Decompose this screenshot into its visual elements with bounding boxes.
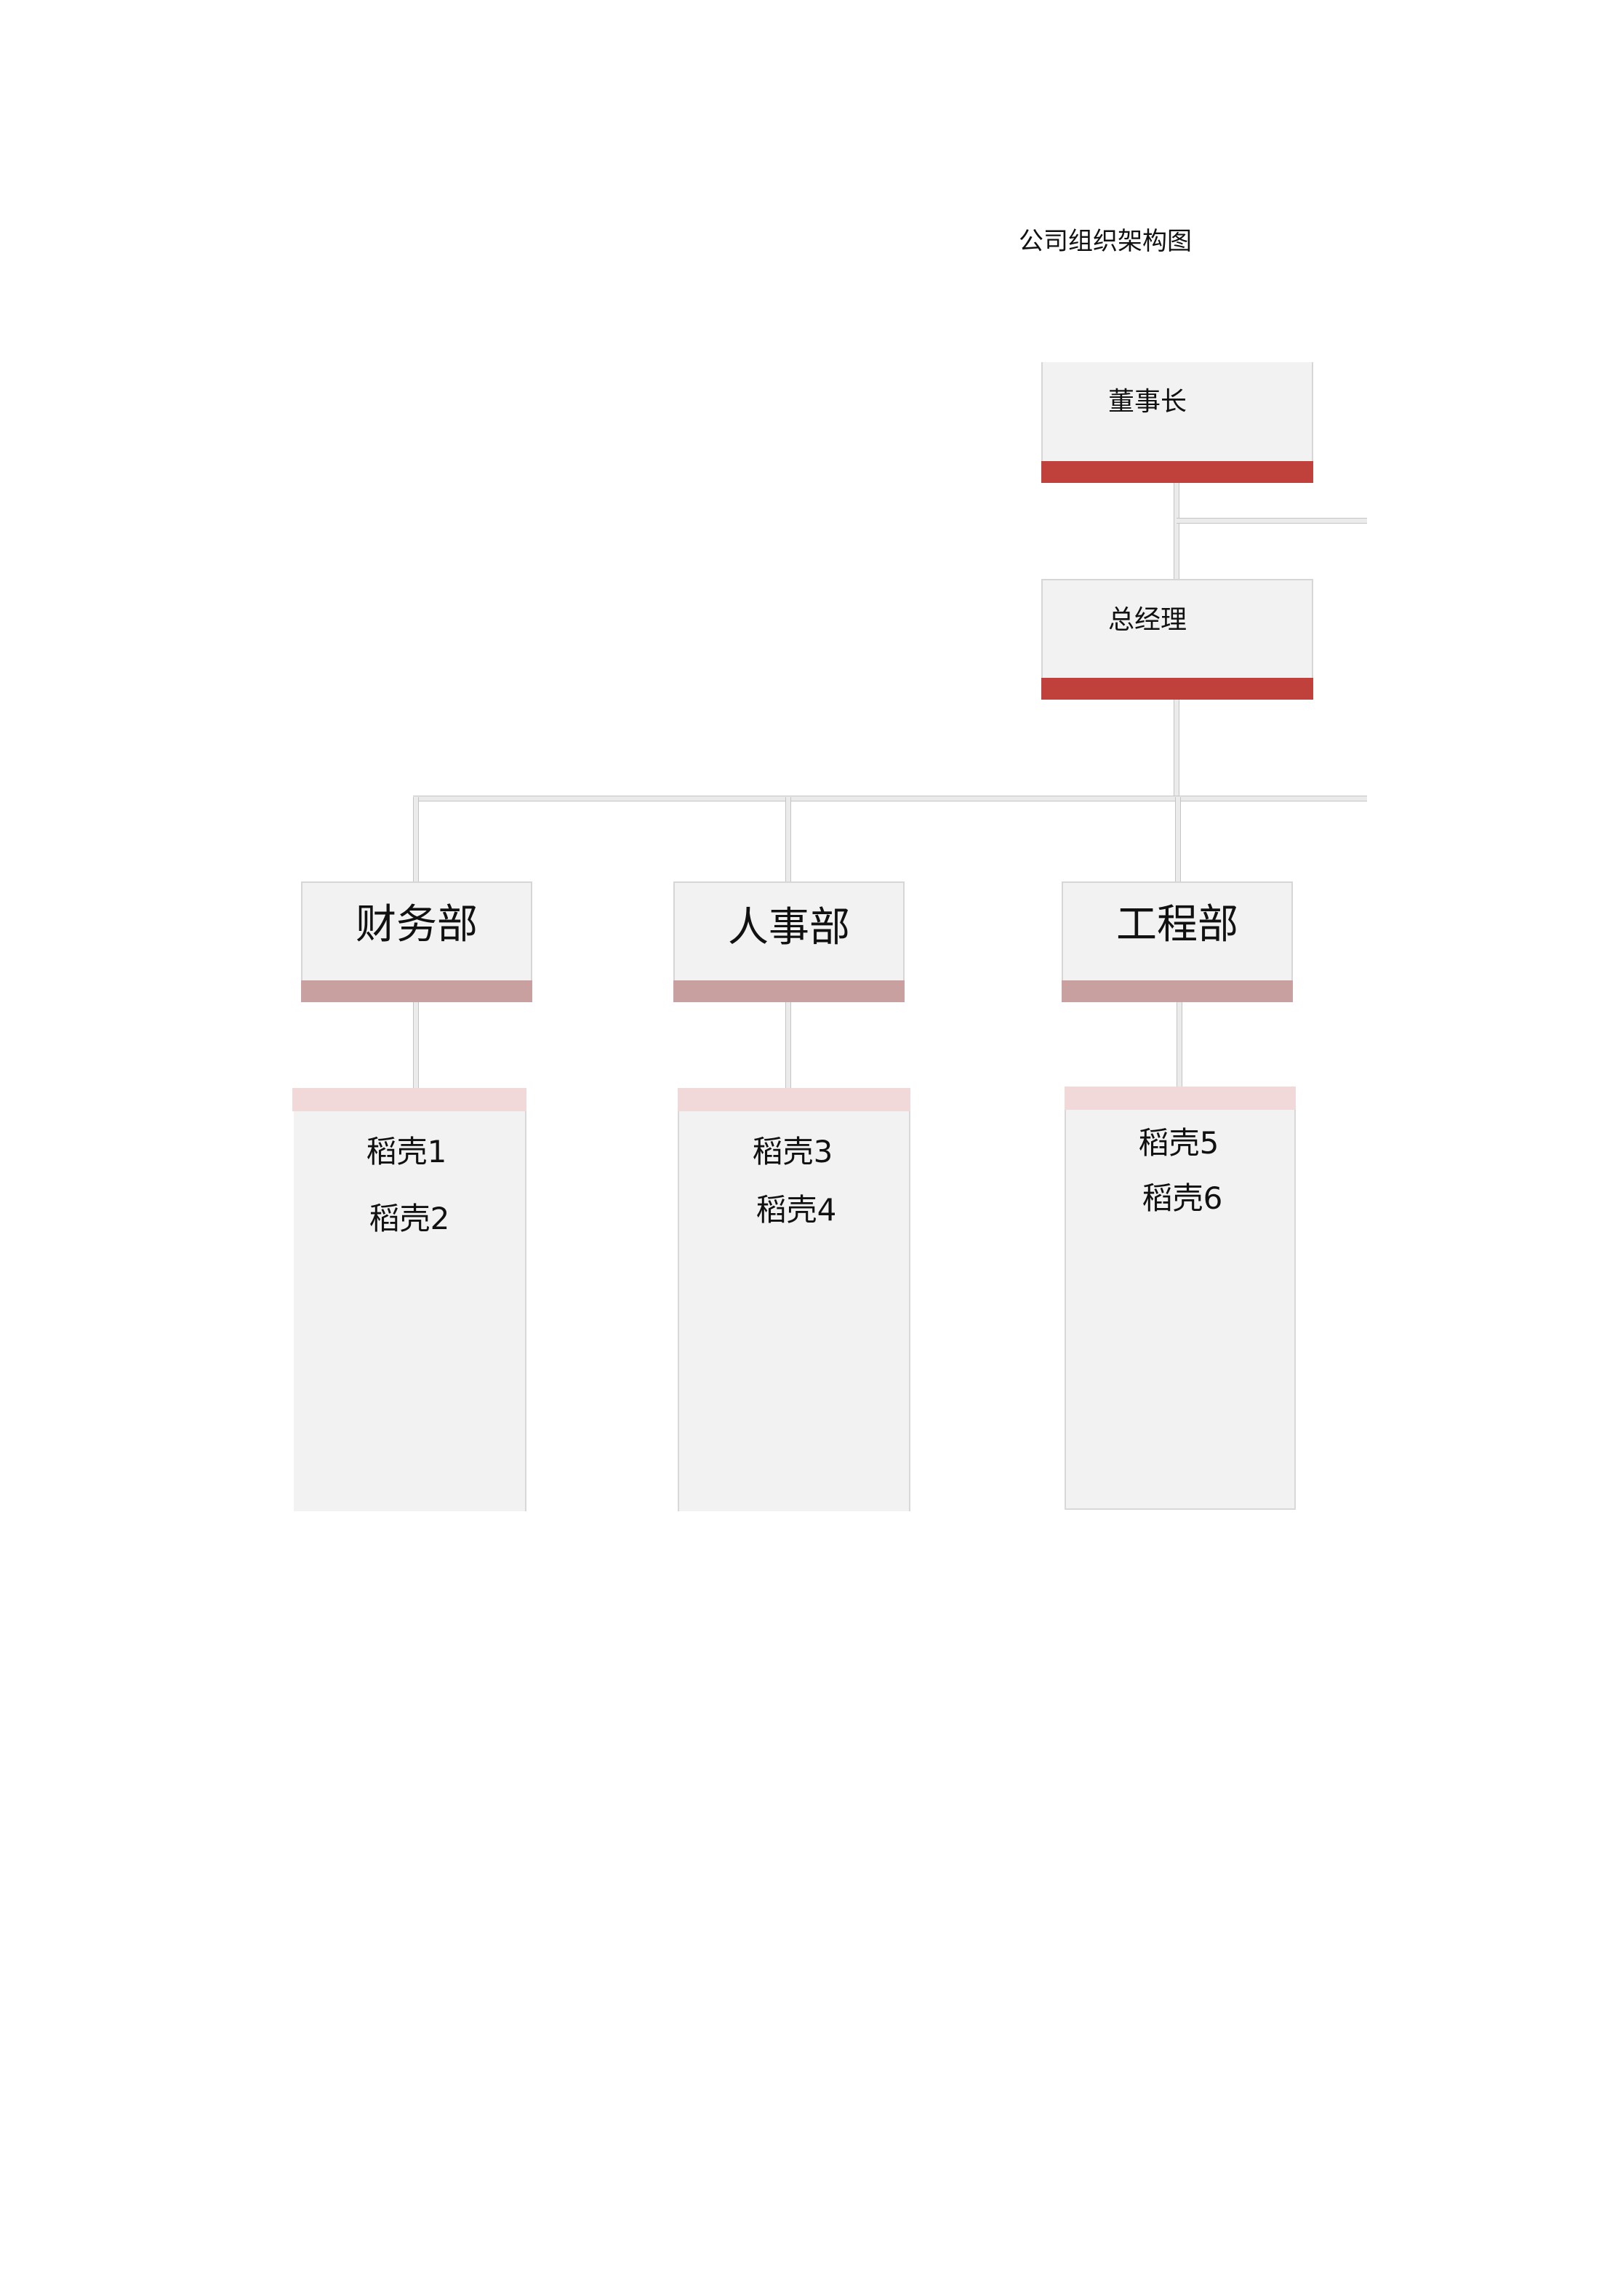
- connector-chairman-gm: [1174, 483, 1179, 580]
- department-box-hr[interactable]: 人事部: [673, 881, 905, 1002]
- general-manager-accent-bar: [1041, 678, 1313, 700]
- member-column-finance: 稻壳1 稻壳2: [292, 1088, 526, 1511]
- member-item[interactable]: 稻壳5: [1138, 1125, 1219, 1161]
- department-box-finance[interactable]: 财务部: [301, 881, 532, 1002]
- department-accent-bar: [673, 980, 905, 1002]
- department-label-finance: 财务部: [356, 901, 478, 948]
- connector-dept3: [1175, 797, 1181, 883]
- connector-department-bus: [413, 796, 1367, 801]
- general-manager-label: 总经理: [1108, 605, 1187, 635]
- connector-dept2-members: [785, 1002, 791, 1089]
- member-item[interactable]: 稻壳3: [752, 1134, 833, 1169]
- connector-dept2: [785, 797, 791, 883]
- member-item[interactable]: 稻壳1: [366, 1134, 447, 1169]
- member-item[interactable]: 稻壳2: [369, 1201, 450, 1236]
- member-item[interactable]: 稻壳6: [1142, 1180, 1223, 1216]
- member-column-band: [678, 1088, 910, 1111]
- chairman-accent-bar: [1041, 461, 1313, 483]
- member-column-engineering: 稻壳5 稻壳6: [1065, 1087, 1296, 1510]
- chairman-label: 董事长: [1108, 387, 1187, 417]
- member-item[interactable]: 稻壳4: [756, 1192, 837, 1228]
- member-column-hr: 稻壳3 稻壳4: [678, 1088, 910, 1511]
- member-column-band: [292, 1088, 526, 1111]
- connector-dept1-members: [413, 1002, 419, 1089]
- department-label-engineering: 工程部: [1116, 901, 1238, 948]
- department-accent-bar: [1062, 980, 1293, 1002]
- connector-gm-down: [1174, 700, 1179, 800]
- department-accent-bar: [301, 980, 532, 1002]
- department-label-hr: 人事部: [728, 904, 850, 951]
- chairman-box[interactable]: 董事长: [1041, 362, 1313, 483]
- connector-dept3-members: [1177, 1002, 1182, 1088]
- member-column-band: [1065, 1087, 1296, 1110]
- department-box-engineering[interactable]: 工程部: [1062, 881, 1293, 1002]
- general-manager-box[interactable]: 总经理: [1041, 579, 1313, 700]
- connector-dept1: [413, 797, 419, 883]
- connector-chairman-branch: [1177, 518, 1367, 524]
- chart-title: 公司组织架构图: [1019, 227, 1192, 256]
